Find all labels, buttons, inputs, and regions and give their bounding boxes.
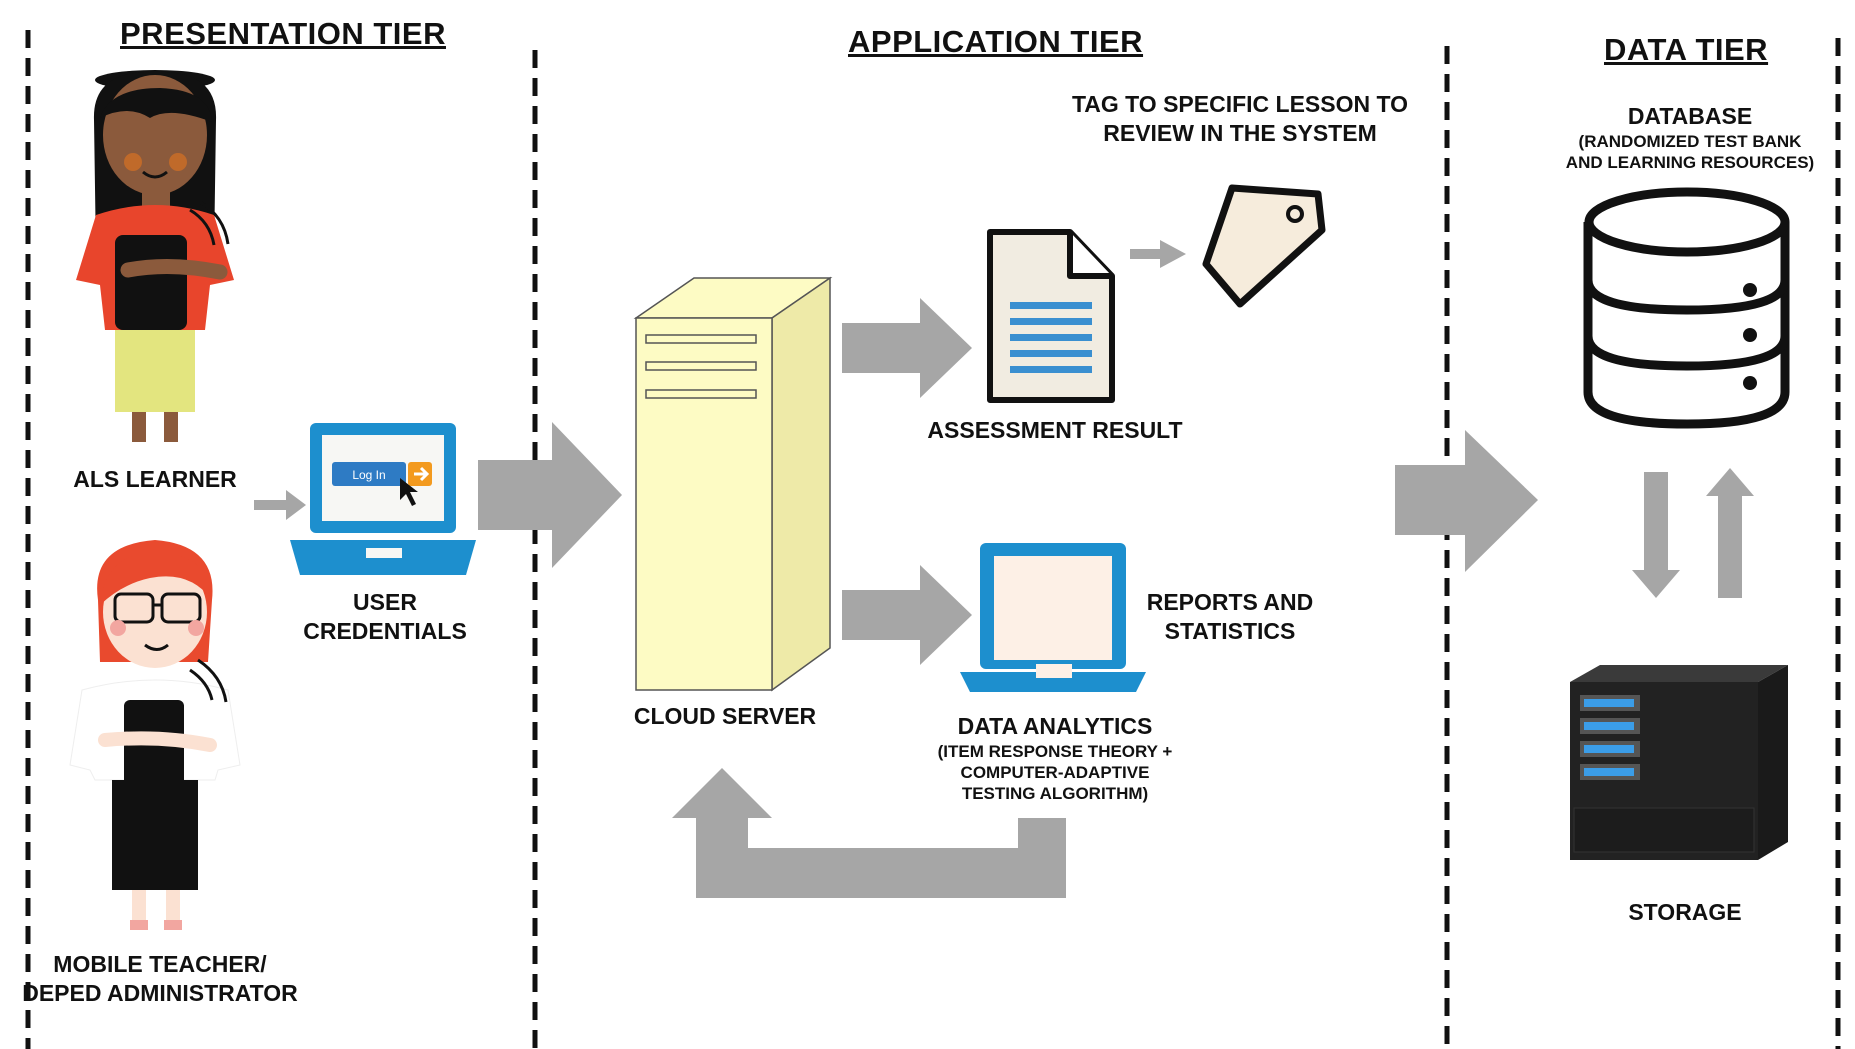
database-indicator-dots — [1743, 283, 1757, 390]
analytics-laptop-icon — [960, 543, 1146, 692]
database-label: DATABASE (RANDOMIZED TEST BANK AND LEARN… — [1545, 102, 1835, 173]
arrow-presentation-to-application — [478, 422, 622, 568]
als-learner-illustration — [76, 70, 234, 442]
arrow-to-credentials — [254, 490, 306, 520]
database-title: DATABASE — [1627, 103, 1753, 129]
reports-label-line2: STATISTICS — [1164, 617, 1296, 644]
arrow-server-to-assessment — [842, 298, 972, 398]
database-icon — [1583, 187, 1790, 429]
tag-label-line2: REVIEW IN THE SYSTEM — [1103, 119, 1377, 146]
analytics-title: DATA ANALYTICS — [957, 713, 1153, 739]
login-button-text: Log In — [352, 468, 385, 482]
analytics-sub-line3: TESTING ALGORITHM) — [961, 784, 1149, 804]
reports-label-line1: REPORTS AND — [1146, 589, 1314, 615]
presentation-tier-title: PRESENTATION TIER — [120, 16, 446, 51]
database-sub-line1: (RANDOMIZED TEST BANK — [1578, 131, 1802, 151]
teacher-label-line1: MOBILE TEACHER/ — [53, 951, 267, 977]
arrow-application-to-data — [1395, 430, 1538, 572]
user-credentials-label: USER CREDENTIALS — [303, 589, 467, 644]
analytics-sub-line1: (ITEM RESPONSE THEORY + — [937, 741, 1173, 761]
tier-dividers — [25, 30, 1841, 1049]
arrow-server-to-analytics — [842, 565, 972, 665]
database-sub-line2: AND LEARNING RESOURCES) — [1565, 153, 1815, 172]
tag-label: TAG TO SPECIFIC LESSON TO REVIEW IN THE … — [1070, 90, 1410, 148]
assessment-document-icon — [987, 229, 1115, 403]
application-tier-title: APPLICATION TIER — [848, 24, 1144, 59]
storage-server-icon — [1570, 665, 1788, 860]
login-laptop-icon — [290, 423, 476, 575]
teacher-illustration — [69, 540, 241, 930]
arrow-storage-to-database — [1706, 468, 1754, 598]
cloud-server-label: CLOUD SERVER — [633, 703, 817, 729]
als-learner-label: ALS LEARNER — [73, 466, 237, 492]
feedback-loop-arrow — [672, 768, 1066, 898]
reports-statistics-label: REPORTS AND STATISTICS — [1140, 588, 1320, 646]
tag-label-line1: TAG TO SPECIFIC LESSON TO — [1071, 91, 1409, 117]
data-analytics-label: DATA ANALYTICS (ITEM RESPONSE THEORY + C… — [910, 712, 1200, 805]
cloud-server-icon — [633, 276, 833, 692]
arrow-database-to-storage — [1632, 472, 1680, 598]
data-tier-title: DATA TIER — [1604, 32, 1769, 67]
teacher-label: MOBILE TEACHER/ DEPED ADMINISTRATOR — [20, 950, 300, 1008]
storage-label: STORAGE — [1628, 899, 1742, 925]
arrow-to-tag — [1130, 240, 1186, 268]
analytics-sub-line2: COMPUTER-ADAPTIVE — [960, 763, 1150, 782]
teacher-label-line2: DEPED ADMINISTRATOR — [22, 979, 298, 1006]
assessment-result-label: ASSESSMENT RESULT — [927, 417, 1183, 443]
lesson-tag-icon — [1202, 184, 1326, 308]
